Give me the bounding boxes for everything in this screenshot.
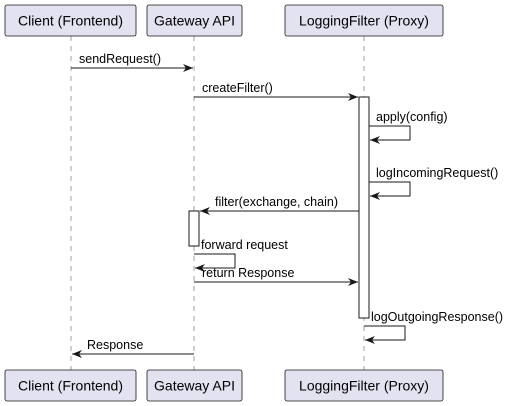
participant-label: Client (Frontend) — [18, 378, 123, 394]
arrowhead — [348, 278, 358, 286]
message-label: logIncomingRequest() — [376, 166, 498, 180]
activation-bar-filter — [358, 96, 370, 319]
participant-label: Client (Frontend) — [18, 13, 123, 29]
arrowhead — [348, 93, 358, 101]
participant-filter-bottom: LoggingFilter (Proxy) — [284, 369, 444, 402]
message-label: return Response — [202, 266, 294, 280]
message-2: createFilter() — [194, 81, 358, 101]
message-label: forward request — [201, 238, 288, 252]
participant-filter-top: LoggingFilter (Proxy) — [284, 4, 444, 37]
message-label: sendRequest() — [79, 52, 161, 66]
message-3: apply(config) — [369, 110, 448, 144]
participant-label: Gateway API — [154, 13, 235, 29]
participant-box — [284, 369, 444, 402]
participant-box — [4, 4, 137, 37]
participant-box — [146, 369, 243, 402]
participant-box — [4, 369, 137, 402]
messages: sendRequest() createFilter() apply(config)… — [71, 52, 503, 358]
participant-gateway-top: Gateway API — [146, 4, 243, 37]
arrowhead — [72, 350, 82, 358]
message-arrow-line — [364, 325, 406, 341]
participant-client-bottom: Client (Frontend) — [4, 369, 137, 402]
message-label: logOutgoingResponse() — [371, 310, 503, 324]
participant-client-top: Client (Frontend) — [4, 4, 137, 37]
message-9: Response — [72, 338, 194, 358]
activation-bars — [188, 96, 370, 319]
message-8: logOutgoingResponse() — [364, 310, 503, 344]
arrowhead — [195, 264, 205, 272]
message-label: apply(config) — [376, 110, 448, 124]
participant-gateway-bottom: Gateway API — [146, 369, 243, 402]
message-arrow-line — [369, 125, 411, 141]
arrowhead — [200, 207, 210, 215]
participant-box — [284, 4, 444, 37]
message-arrow-line — [194, 253, 236, 269]
arrowhead — [183, 64, 193, 72]
participant-label: Gateway API — [154, 378, 235, 394]
activation-bar-gateway — [188, 210, 200, 247]
message-7: return Response — [194, 266, 358, 286]
participant-box — [146, 4, 243, 37]
message-label: filter(exchange, chain) — [215, 195, 338, 209]
message-5: filter(exchange, chain) — [200, 195, 359, 215]
message-6: forward request — [194, 238, 288, 272]
arrowhead — [370, 136, 380, 144]
message-label: createFilter() — [202, 81, 273, 95]
arrowhead — [365, 336, 375, 344]
message-label: Response — [87, 338, 143, 352]
message-4: logIncomingRequest() — [369, 166, 498, 200]
participant-label: LoggingFilter (Proxy) — [299, 378, 429, 394]
participant-label: LoggingFilter (Proxy) — [299, 13, 429, 29]
participants: Client (Frontend) Client (Frontend) Gatewa… — [4, 4, 444, 402]
arrowhead — [370, 192, 380, 200]
message-arrow-line — [369, 181, 411, 197]
message-1: sendRequest() — [71, 52, 193, 72]
